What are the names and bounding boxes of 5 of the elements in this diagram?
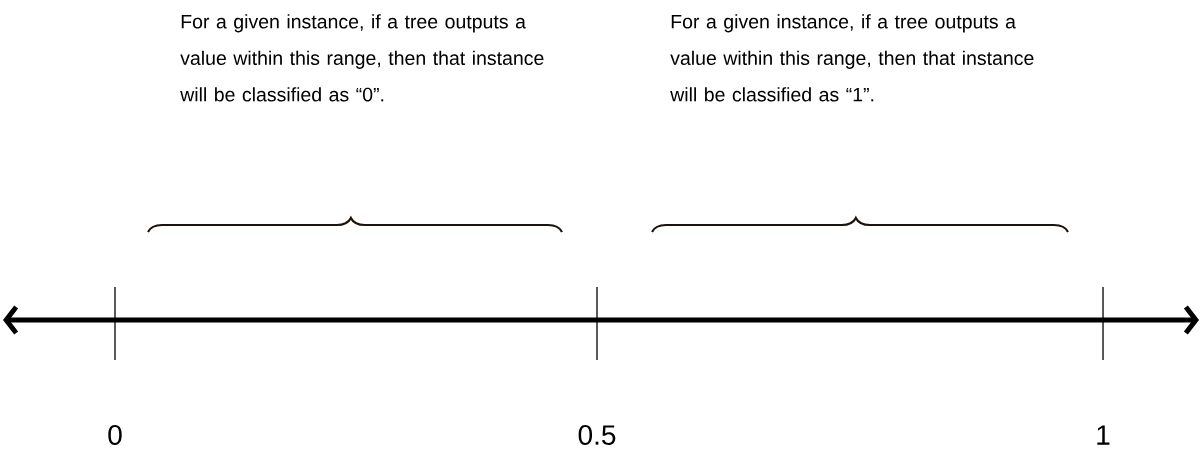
tick-label: 0.5 bbox=[578, 425, 616, 445]
tick-label: 1 bbox=[1097, 425, 1110, 445]
note-text: For a given instance, if a tree outputs a value within this range, then that instance will be classified as “1”. bbox=[670, 14, 1034, 102]
note-text: For a given instance, if a tree outputs a value within this range, then that instance will be classified as “0”. bbox=[180, 14, 544, 102]
tick-label: 0 bbox=[108, 425, 122, 445]
